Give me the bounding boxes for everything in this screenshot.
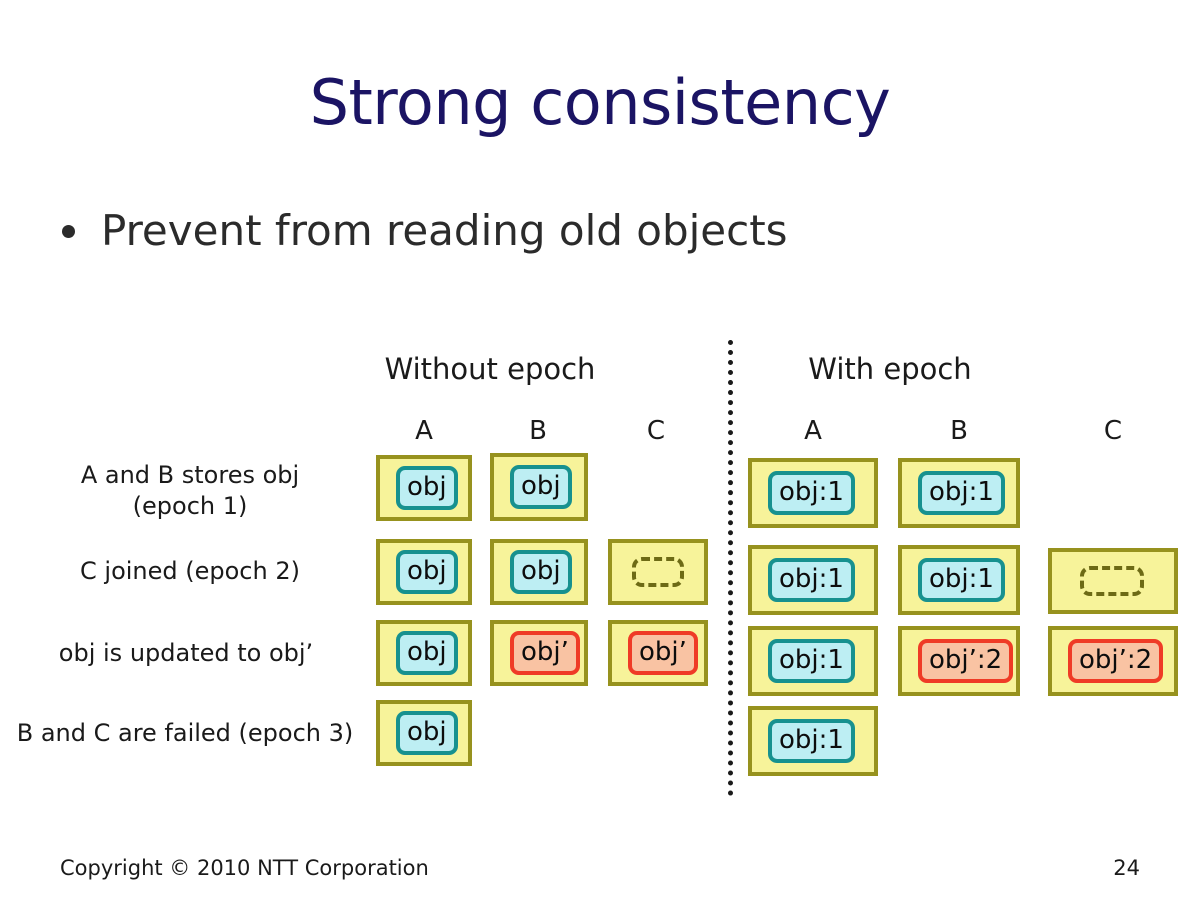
badge-without-r3-c: obj’ (628, 631, 698, 675)
column-header-with-a: A (804, 416, 822, 446)
node-with-r2-c (1048, 548, 1178, 614)
badge-with-r3-a: obj:1 (768, 639, 855, 683)
badge-with-r4-a: obj:1 (768, 719, 855, 763)
badge-with-r2-a: obj:1 (768, 558, 855, 602)
badge-without-r1-b: obj (510, 465, 572, 509)
node-without-r1-a: obj (376, 455, 472, 521)
badge-without-r2-b: obj (510, 550, 572, 594)
column-header-without-b: B (529, 416, 547, 446)
badge-with-r1-b: obj:1 (918, 471, 1005, 515)
footer-page-number: 24 (1113, 856, 1140, 880)
row-label-obj-updated: obj is updated to obj’ (58, 639, 314, 667)
bullet-item: Prevent from reading old objects (62, 206, 788, 255)
badge-without-r1-a: obj (396, 466, 458, 510)
node-with-r1-b: obj:1 (898, 458, 1020, 528)
node-without-r2-b: obj (490, 539, 588, 605)
badge-without-r2-c-empty (632, 557, 684, 587)
row-label-epoch-2: C joined (epoch 2) (80, 557, 300, 585)
footer-copyright: Copyright © 2010 NTT Corporation (60, 856, 429, 880)
node-with-r3-a: obj:1 (748, 626, 878, 696)
node-with-r1-a: obj:1 (748, 458, 878, 528)
section-title-with-epoch: With epoch (808, 352, 972, 386)
node-without-r3-b: obj’ (490, 620, 588, 686)
badge-without-r4-a: obj (396, 711, 458, 755)
node-without-r3-a: obj (376, 620, 472, 686)
row-label-epoch-3: B and C are failed (epoch 3) (16, 719, 354, 747)
node-without-r2-c (608, 539, 708, 605)
badge-without-r3-a: obj (396, 631, 458, 675)
badge-with-r2-b: obj:1 (918, 558, 1005, 602)
badge-with-r3-b: obj’:2 (918, 639, 1014, 683)
section-title-without-epoch: Without epoch (384, 352, 596, 386)
row-label-epoch-1: A and B stores obj (epoch 1) (80, 461, 300, 520)
badge-with-r1-a: obj:1 (768, 471, 855, 515)
node-without-r1-b: obj (490, 453, 588, 521)
badge-with-r2-c-empty (1080, 566, 1144, 596)
node-with-r4-a: obj:1 (748, 706, 878, 776)
node-with-r3-b: obj’:2 (898, 626, 1020, 696)
column-header-with-c: C (1103, 416, 1123, 446)
node-with-r2-a: obj:1 (748, 545, 878, 615)
node-without-r3-c: obj’ (608, 620, 708, 686)
badge-without-r2-a: obj (396, 550, 458, 594)
section-divider (728, 340, 733, 796)
node-with-r2-b: obj:1 (898, 545, 1020, 615)
badge-without-r3-b: obj’ (510, 631, 580, 675)
bullet-dot-icon (62, 224, 75, 238)
column-header-without-c: C (646, 416, 666, 446)
column-header-with-b: B (950, 416, 968, 446)
badge-with-r3-c: obj’:2 (1068, 639, 1164, 683)
column-header-without-a: A (415, 416, 433, 446)
page-title: Strong consistency (309, 66, 891, 139)
node-without-r4-a: obj (376, 700, 472, 766)
node-without-r2-a: obj (376, 539, 472, 605)
node-with-r3-c: obj’:2 (1048, 626, 1178, 696)
bullet-item-label: Prevent from reading old objects (101, 206, 788, 255)
